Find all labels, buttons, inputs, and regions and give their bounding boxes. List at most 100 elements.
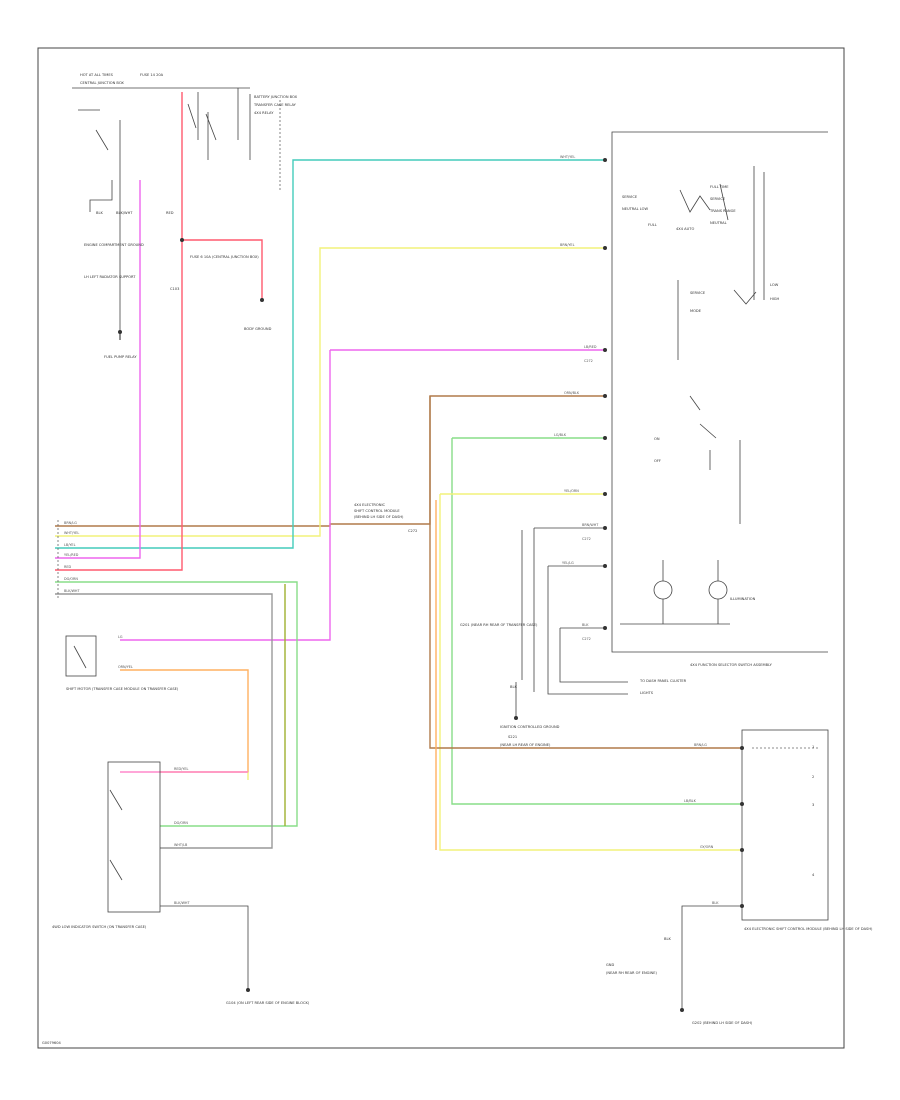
module-pin1: 1 <box>812 745 814 749</box>
to-label2: LIGHTS <box>640 691 654 695</box>
module-pin2: 2 <box>812 775 814 779</box>
wire-magenta <box>55 180 141 559</box>
wire-red-branch <box>182 239 263 300</box>
bottom-gnd3: (NEAR RH REAR OF ENGINE) <box>606 971 657 975</box>
sel5: SERVICE <box>690 291 706 295</box>
sensor-w3: WHT/LB <box>174 843 188 847</box>
sel6: LOW <box>770 283 779 287</box>
sel4: TRANS RANGE <box>709 209 736 213</box>
hot-label: HOT AT ALL TIMES <box>80 73 114 77</box>
harness-w3: LB/YEL <box>64 543 76 547</box>
red-label: RED <box>166 211 174 215</box>
right-ground-blk: BLK <box>510 685 517 689</box>
wire-green <box>55 581 298 827</box>
shift-label1: LG <box>118 635 123 639</box>
sel4b: NEUTRAL <box>710 221 727 225</box>
fuse-label: FUSE 14 20A <box>140 73 164 77</box>
wire-yellow-top <box>55 247 605 537</box>
wire-cyan <box>55 159 605 549</box>
sel9: ON <box>654 437 660 441</box>
splice-label: S221 <box>508 735 517 739</box>
labels-harness: 4X4 ELECTRONIC SHIFT CONTROL MODULE (BEH… <box>64 503 417 593</box>
sensor-w4: BLK/WHT <box>174 901 190 905</box>
module-w1: BRN/LG <box>694 743 707 747</box>
right-wire9b: C272 <box>582 637 591 641</box>
wire-gray <box>55 593 273 849</box>
wire-red <box>55 92 183 571</box>
ground2-label: LH LEFT RADIATOR SUPPORT <box>84 275 136 279</box>
sensor-w1: RED/YEL <box>174 767 188 771</box>
sw2-label: 4X4 RELAY <box>254 111 274 115</box>
sel1: SERVICE <box>622 195 638 199</box>
bottom-gnd2: GND <box>606 963 614 967</box>
module-label: 4X4 ELECTRONIC SHIFT CONTROL MODULE (BEH… <box>744 927 873 931</box>
wire-orange-left <box>120 669 249 773</box>
relay-label: BATTERY JUNCTION BOX <box>254 95 298 99</box>
bottom-ground-label: G104 (ON LEFT REAR SIDE OF ENGINE BLOCK) <box>226 1001 310 1005</box>
labels-left-top: HOT AT ALL TIMES FUSE 14 20A CENTRAL JUN… <box>80 73 298 359</box>
labels-bottom-right: 4X4 ELECTRONIC SHIFT CONTROL MODULE (BEH… <box>606 743 873 1025</box>
right-ground2: IGNITION CONTROLLED GROUND <box>500 725 560 729</box>
sel3b: SERVICE <box>710 197 726 201</box>
sel7: HIGH <box>770 297 780 301</box>
right-wire2: BRN/YEL <box>560 243 575 247</box>
labels-right-top: WHT/YEL BRN/YEL LB/RED C272 ORN/BLK LG/B… <box>460 155 780 747</box>
footer-id: G0079604 <box>42 1041 62 1045</box>
wire-group <box>55 92 742 851</box>
fuse-box-label: CENTRAL JUNCTION BOX <box>80 81 124 85</box>
ground3-label: FUEL PUMP RELAY <box>104 355 137 359</box>
sw1-label: TRANSFER CASE RELAY <box>253 103 297 107</box>
right-wire3: LB/RED <box>584 345 597 349</box>
right-wire6: YEL/ORN <box>564 489 579 493</box>
right-wire7: BRN/WHT <box>582 523 599 527</box>
sel1b: NEUTRAL LOW <box>622 207 648 211</box>
harness-label1: 4X4 ELECTRONIC <box>354 503 385 507</box>
sel2b: 4X4 AUTO <box>676 227 694 231</box>
bottom-gnd4: G202 (BEHIND LH SIDE OF DASH) <box>692 1021 753 1025</box>
harness-w5: RED <box>64 565 71 569</box>
right-wire3b: C272 <box>584 359 593 363</box>
wire-green-right <box>451 437 742 805</box>
harness-label3: (BEHIND LH SIDE OF DASH) <box>354 515 404 519</box>
wire-magenta-2 <box>120 349 605 641</box>
connector-dots <box>118 158 744 1012</box>
sel3: FULL TIME <box>710 185 729 189</box>
sel2: FULL <box>648 223 657 227</box>
right-wire8: YEL/LG <box>562 561 574 565</box>
sensor-label: 4WD LOW INDICATOR SWITCH (ON TRANSFER CA… <box>52 925 147 929</box>
shift-motor-label: SHIFT MOTOR (TRANSFER CASE MODULE ON TRA… <box>66 687 179 691</box>
c-label: C103 <box>170 287 179 291</box>
module-w2: LB/BLK <box>684 799 697 803</box>
wire-brown <box>55 395 605 527</box>
switch-assembly-box <box>611 131 828 653</box>
blk-b-label: BLK/WHT <box>116 211 133 215</box>
harness-label2: SHIFT CONTROL MODULE <box>354 509 400 513</box>
switch-assembly-label: 4X4 FUNCTION SELECTOR SWITCH ASSEMBLY <box>690 663 773 667</box>
shift-label2: ORN/YEL <box>118 665 133 669</box>
sensor-w2: DG/ORN <box>174 821 188 825</box>
harness-w1: BRN/LG <box>64 521 77 525</box>
right-wire7b: C272 <box>582 537 591 541</box>
right-ground-label: G201 (NEAR RH REAR OF TRANSFER CASE) <box>460 623 538 627</box>
harness-label4: C272 <box>408 529 417 533</box>
harness-w6: DG/ORN <box>64 577 78 581</box>
splice-label2: (NEAR LH REAR OF ENGINE) <box>500 743 551 747</box>
right-wire5: LG/BLK <box>554 433 567 437</box>
harness-w4: YEL/RED <box>64 553 79 557</box>
right-wire9: BLK <box>582 623 589 627</box>
module-w3: GY/ORN <box>700 845 714 849</box>
module-w4: BLK <box>712 901 719 905</box>
blk-a-label: BLK <box>96 211 103 215</box>
module-pin4: 4 <box>812 873 815 877</box>
wire-brown-right <box>429 396 742 749</box>
sel8: ILLUMINATION <box>730 597 756 601</box>
right-wire1: WHT/YEL <box>560 155 575 159</box>
black-wires <box>57 87 742 1010</box>
right-wire4: ORN/BLK <box>564 391 580 395</box>
sel5b: MODE <box>690 309 702 313</box>
module-pin3: 3 <box>812 803 814 807</box>
bottom-gnd1: BLK <box>664 937 671 941</box>
labels-bottom-left: SHIFT MOTOR (TRANSFER CASE MODULE ON TRA… <box>52 635 310 1005</box>
sel10: OFF <box>654 459 661 463</box>
